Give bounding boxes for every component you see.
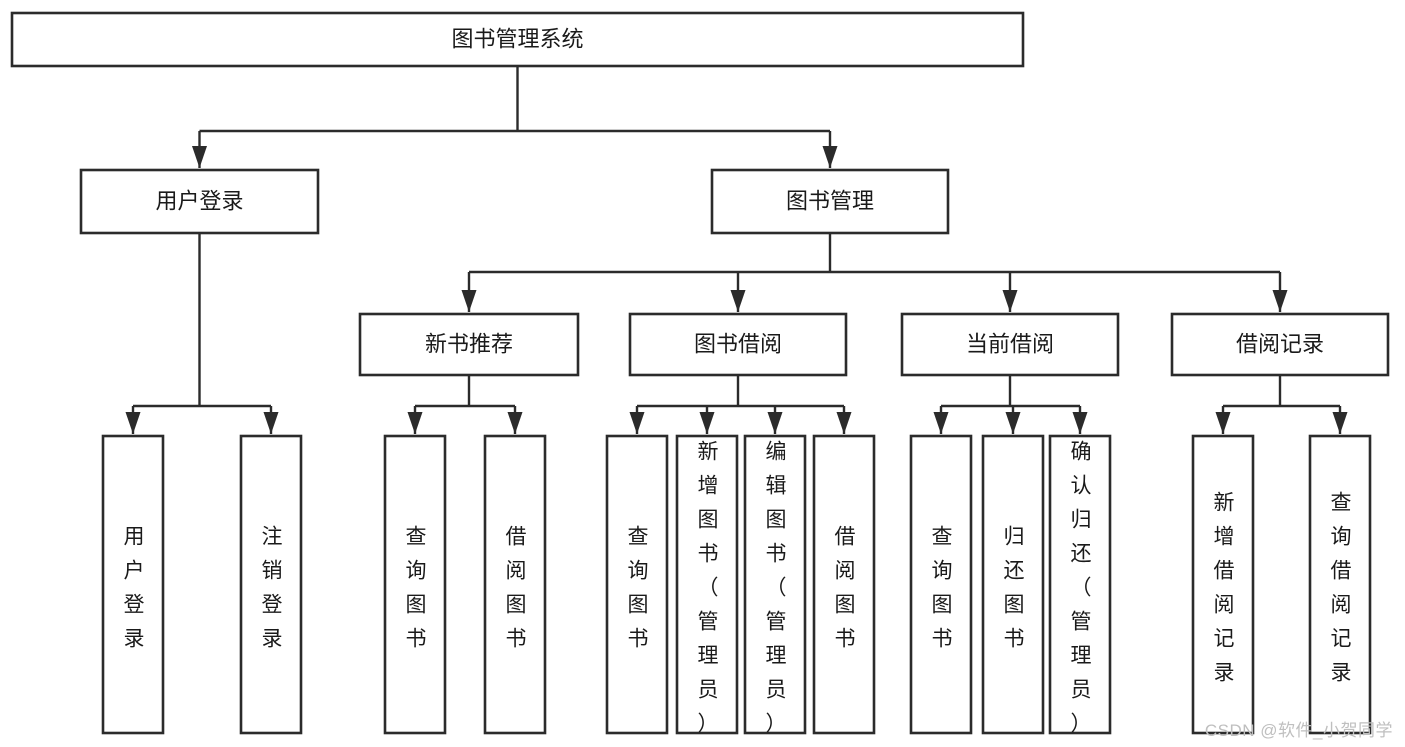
node-box[interactable] (383, 434, 447, 735)
node-label: 归还图书 (1004, 526, 1025, 651)
arrow-head-icon (461, 290, 477, 312)
node-leaf-5[interactable]: 新增图书（管理员） (675, 434, 739, 736)
node-label: 当前借阅 (966, 331, 1054, 356)
node-label: 借阅图书 (835, 526, 856, 651)
node-leaf-1[interactable]: 注销登录 (239, 434, 303, 735)
arrow-head-icon (1332, 412, 1348, 434)
node-box[interactable] (981, 434, 1045, 735)
node-label: 借阅记录 (1236, 331, 1324, 356)
watermark-text: CSDN @软件_小贺同学 (1204, 721, 1393, 740)
node-box[interactable] (743, 434, 807, 735)
arrow-head-icon (407, 412, 423, 434)
node-label: 新书推荐 (425, 331, 513, 356)
node-box[interactable] (909, 434, 973, 735)
node-level3-3[interactable]: 借阅记录 (1170, 312, 1390, 377)
arrow-head-icon (730, 290, 746, 312)
arrow-head-icon (1215, 412, 1231, 434)
node-label: 确认归还（管理员） (1071, 441, 1092, 736)
node-box[interactable] (1048, 434, 1112, 735)
node-label: 图书管理 (786, 188, 874, 213)
node-leaf-8[interactable]: 查询图书 (909, 434, 973, 735)
node-level2-1[interactable]: 图书管理 (710, 168, 950, 235)
arrow-head-icon (767, 412, 783, 434)
node-box[interactable] (358, 312, 580, 377)
arrow-head-icon (192, 146, 207, 168)
arrow-head-icon (125, 412, 141, 434)
node-box[interactable] (628, 312, 848, 377)
node-box[interactable] (483, 434, 547, 735)
node-leaf-2[interactable]: 查询图书 (383, 434, 447, 735)
arrow-head-icon (1072, 412, 1088, 434)
node-leaf-7[interactable]: 借阅图书 (812, 434, 876, 735)
arrow-head-icon (1002, 290, 1018, 312)
node-root[interactable]: 图书管理系统 (10, 11, 1025, 68)
node-label: 图书管理系统 (451, 26, 583, 51)
node-level3-0[interactable]: 新书推荐 (358, 312, 580, 377)
node-label: 查询借阅记录 (1331, 492, 1352, 685)
node-leaf-0[interactable]: 用户登录 (101, 434, 165, 735)
node-label: 编辑图书（管理员） (766, 441, 787, 736)
arrow-head-icon (822, 146, 838, 168)
node-leaf-6[interactable]: 编辑图书（管理员） (743, 434, 807, 736)
node-label: 新增图书（管理员） (698, 441, 719, 736)
node-label: 图书借阅 (694, 331, 782, 356)
node-leaf-4[interactable]: 查询图书 (605, 434, 669, 735)
arrow-head-icon (836, 412, 852, 434)
node-label: 用户登录 (124, 526, 145, 651)
node-box[interactable] (1170, 312, 1390, 377)
node-leaf-10[interactable]: 确认归还（管理员） (1048, 434, 1112, 736)
node-leaf-3[interactable]: 借阅图书 (483, 434, 547, 735)
arrow-head-icon (507, 412, 523, 434)
node-box[interactable] (812, 434, 876, 735)
arrow-head-icon (1272, 290, 1288, 312)
node-box[interactable] (101, 434, 165, 735)
node-label: 注销登录 (262, 526, 283, 651)
arrow-head-icon (263, 412, 279, 434)
node-label: 查询图书 (406, 526, 427, 651)
node-box[interactable] (239, 434, 303, 735)
node-box[interactable] (900, 312, 1120, 377)
node-level2-0[interactable]: 用户登录 (79, 168, 320, 235)
node-leaf-9[interactable]: 归还图书 (981, 434, 1045, 735)
node-label: 查询图书 (628, 526, 649, 651)
arrow-head-icon (699, 412, 715, 434)
connectors-layer (125, 66, 1348, 434)
node-label: 用户登录 (155, 188, 243, 213)
node-label: 新增借阅记录 (1214, 492, 1235, 685)
node-box[interactable] (1308, 434, 1372, 735)
node-level3-2[interactable]: 当前借阅 (900, 312, 1120, 377)
node-label: 借阅图书 (506, 526, 527, 651)
node-leaf-12[interactable]: 查询借阅记录 (1308, 434, 1372, 735)
node-box[interactable] (605, 434, 669, 735)
node-box[interactable] (79, 168, 320, 235)
arrow-head-icon (629, 412, 645, 434)
node-box[interactable] (675, 434, 739, 735)
node-box[interactable] (10, 11, 1025, 68)
node-level3-1[interactable]: 图书借阅 (628, 312, 848, 377)
node-leaf-11[interactable]: 新增借阅记录 (1191, 434, 1255, 735)
arrow-head-icon (1005, 412, 1021, 434)
node-label: 查询图书 (932, 526, 953, 651)
node-box[interactable] (710, 168, 950, 235)
arrow-head-icon (933, 412, 949, 434)
node-box[interactable] (1191, 434, 1255, 735)
nodes-layer: 图书管理系统用户登录图书管理新书推荐图书借阅当前借阅借阅记录用户登录注销登录查询… (10, 11, 1390, 736)
